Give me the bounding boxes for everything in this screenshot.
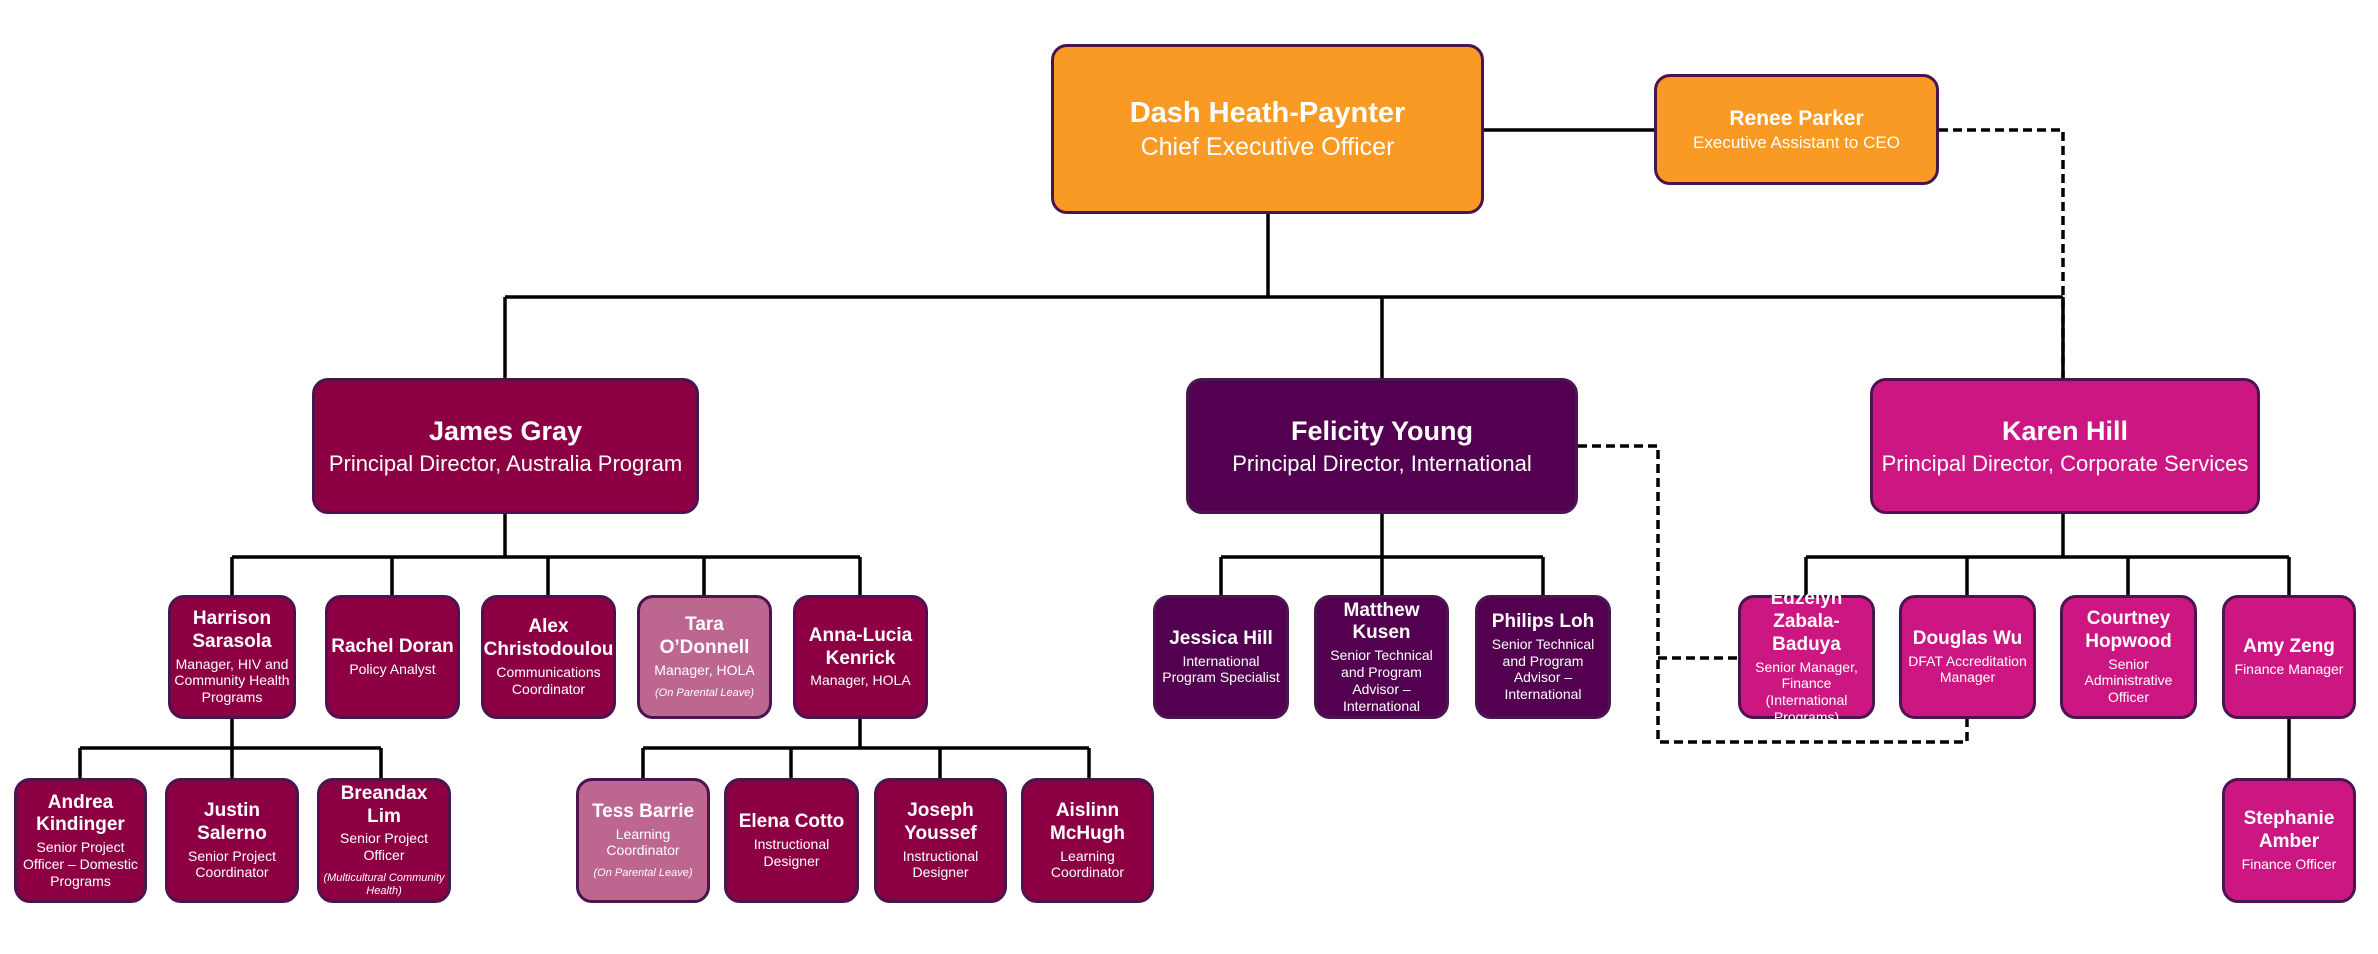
job-title: Manager, HOLA — [810, 672, 911, 689]
job-title: Senior Manager, Finance (International P… — [1755, 658, 1858, 725]
job-title: Principal Director, Australia Program — [328, 451, 683, 476]
job-title: International Program Specialist — [1162, 652, 1280, 686]
person-name: James Gray — [428, 415, 583, 446]
person-name: Douglas Wu — [1912, 627, 2023, 649]
job-title: Instructional Designer — [753, 836, 830, 869]
person-name: Harrison Sarasola — [192, 608, 272, 652]
person-name: Justin Salerno — [197, 799, 267, 844]
person-name: Edzelyn Zabala-Baduya — [1770, 588, 1843, 655]
status-note: (On Parental Leave) — [593, 867, 693, 880]
person-name: Felicity Young — [1290, 415, 1474, 446]
person-name: Tess Barrie — [591, 800, 695, 822]
line-karen-team — [1804, 514, 2291, 595]
line-felicity-team — [1219, 514, 1545, 595]
job-title: Senior Technical and Program Advisor – I… — [1330, 647, 1433, 714]
person-name: Rachel Doran — [331, 636, 454, 658]
job-title: Finance Manager — [2234, 661, 2344, 677]
job-title: Senior Project Officer — [340, 830, 428, 864]
dotted-line-ea-karen — [1939, 128, 2065, 378]
person-name: Renee Parker — [1729, 106, 1864, 130]
job-title: Finance Officer — [2241, 855, 2337, 872]
person-name: Andrea Kindinger — [36, 791, 125, 836]
person-name: Joseph Youssef — [904, 799, 977, 844]
person-name: Matthew Kusen — [1343, 599, 1420, 644]
line-james-team — [230, 514, 862, 595]
person-name: Anna-Lucia Kenrick — [808, 624, 913, 669]
job-title: Learning Coordinator — [606, 825, 680, 859]
person-name: Breandax Lim — [340, 782, 428, 827]
org-node-douglas: Douglas Wu DFAT Accreditation Manager — [1899, 595, 2036, 719]
person-name: Karen Hill — [2001, 415, 2129, 446]
job-title: DFAT Accreditation Manager — [1908, 652, 2027, 686]
job-title: Communications Coordinator — [496, 664, 601, 697]
person-name: Aislinn McHugh — [1050, 799, 1125, 844]
job-title: Senior Administrative Officer — [2084, 655, 2173, 706]
job-title: Senior Project Officer – Domestic Progra… — [23, 839, 138, 889]
person-name: Amy Zeng — [2243, 636, 2335, 658]
dotted-line-felicity-finance — [1578, 444, 1969, 744]
person-name: Stephanie Amber — [2243, 808, 2335, 853]
job-title: Principal Director, International — [1232, 451, 1532, 476]
job-title: Instructional Designer — [902, 847, 979, 881]
job-title: Senior Technical and Program Advisor – I… — [1491, 635, 1595, 703]
status-note: (Multicultural Community Health) — [323, 871, 445, 898]
job-title: Manager, HIV and Community Health Progra… — [174, 655, 290, 706]
job-title: Manager, HOLA — [654, 661, 755, 678]
job-title: Principal Director, Corporate Services — [1881, 451, 2249, 476]
line-ceo-down — [503, 214, 2065, 378]
job-title: Learning Coordinator — [1050, 847, 1125, 881]
person-name: Philips Loh — [1491, 611, 1595, 632]
job-title: Chief Executive Officer — [1140, 133, 1395, 162]
job-title: Executive Assistant to CEO — [1693, 132, 1900, 152]
line-anna-team — [641, 719, 1091, 778]
status-note: (On Parental Leave) — [654, 686, 755, 699]
person-name: Jessica Hill — [1169, 627, 1273, 649]
line-harrison-team — [78, 719, 383, 778]
person-name: Dash Heath-Paynter — [1129, 96, 1406, 129]
person-name: Elena Cotto — [738, 811, 845, 833]
job-title: Senior Project Coordinator — [188, 847, 276, 881]
job-title: Policy Analyst — [349, 661, 436, 677]
person-name: Courtney Hopwood — [2085, 608, 2172, 652]
person-name: Tara O’Donnell — [659, 614, 750, 658]
person-name: Alex Christodoulou — [483, 616, 614, 661]
